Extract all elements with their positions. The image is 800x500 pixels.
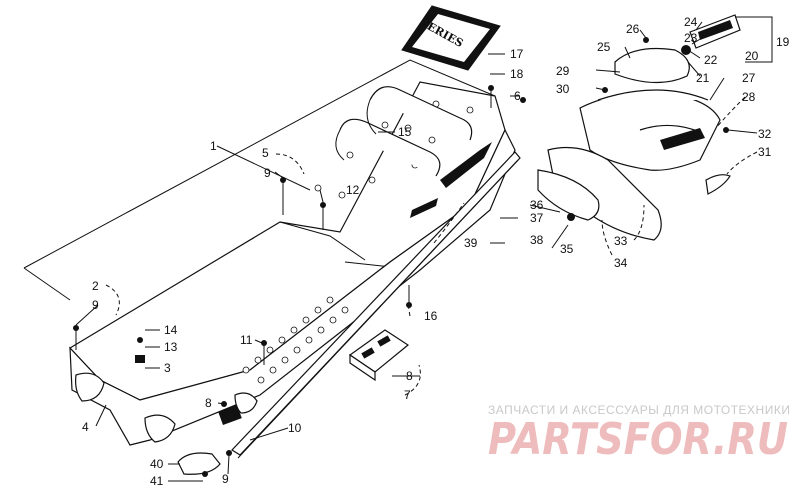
callout-1: 1 <box>210 139 217 153</box>
rear-cowling <box>579 89 721 171</box>
tail-light <box>681 14 741 55</box>
callout-19: 19 <box>776 35 790 49</box>
callout-15: 15 <box>398 125 412 139</box>
watermark: ЗАПЧАСТИ И АКСЕССУАРЫ ДЛЯ МОТОТЕХНИКИ PA… <box>488 403 790 465</box>
series-decal: SERIES <box>401 5 501 71</box>
rear-side-panels <box>537 146 731 241</box>
callout-23: 23 <box>684 31 698 45</box>
callout-22: 22 <box>704 53 718 67</box>
side-hole-row <box>242 296 349 384</box>
callout-13: 13 <box>164 340 178 354</box>
tunnel-emblem <box>410 198 438 218</box>
callout-30: 30 <box>556 82 570 96</box>
callout-26: 26 <box>626 22 640 36</box>
callout-35: 35 <box>560 242 574 256</box>
callout-6: 6 <box>514 89 521 103</box>
grab-handles <box>335 86 473 177</box>
callout-29: 29 <box>556 64 570 78</box>
tunnel-assembly <box>69 81 516 446</box>
tunnel-plate <box>218 405 242 425</box>
leader-lines <box>75 16 773 482</box>
watermark-caption: ЗАПЧАСТИ И АКСЕССУАРЫ ДЛЯ МОТОТЕХНИКИ <box>488 403 790 417</box>
callout-2: 2 <box>92 279 99 293</box>
callout-18: 18 <box>510 67 524 81</box>
callout-3: 3 <box>164 361 171 375</box>
callout-10: 10 <box>288 421 302 435</box>
footrest <box>348 329 410 382</box>
callout-11: 11 <box>240 333 253 347</box>
callout-16: 16 <box>424 309 438 323</box>
callout-9-bottom: 9 <box>222 472 229 486</box>
callout-9-upper: 9 <box>264 166 271 180</box>
callout-41: 41 <box>150 474 164 488</box>
callout-5: 5 <box>262 146 269 160</box>
callout-38: 38 <box>530 233 544 247</box>
callout-36: 36 <box>530 198 544 212</box>
callout-34: 34 <box>614 256 628 270</box>
callout-8-left: 8 <box>205 396 212 410</box>
front-cap <box>177 452 221 475</box>
callout-32: 32 <box>758 127 772 141</box>
callout-12: 12 <box>346 183 360 197</box>
callout-39: 39 <box>464 236 478 250</box>
callout-4: 4 <box>82 420 89 434</box>
callout-20: 20 <box>745 49 759 63</box>
watermark-brand: PARTSFOR.RU <box>488 414 788 465</box>
callout-9-left: 9 <box>92 298 99 312</box>
callout-28: 28 <box>742 90 756 104</box>
callout-37: 37 <box>530 211 544 225</box>
tunnel-side-panel <box>23 59 496 301</box>
callout-33: 33 <box>614 234 628 248</box>
callout-7: 7 <box>404 388 411 402</box>
callout-25: 25 <box>597 40 611 54</box>
callout-24: 24 <box>684 15 698 29</box>
callout-31: 31 <box>758 145 772 159</box>
seat <box>614 47 690 84</box>
callout-labels: 1 2 3 4 5 6 7 8 8 9 9 9 10 11 12 13 14 1… <box>82 15 790 488</box>
rail-strip <box>231 151 521 459</box>
callout-14: 14 <box>164 323 178 337</box>
callout-21: 21 <box>696 71 710 85</box>
tunnel-stripe-decal <box>440 142 492 188</box>
callout-27: 27 <box>742 71 756 85</box>
callout-8-right: 8 <box>406 369 413 383</box>
callout-40: 40 <box>150 457 164 471</box>
callout-17: 17 <box>510 47 524 61</box>
